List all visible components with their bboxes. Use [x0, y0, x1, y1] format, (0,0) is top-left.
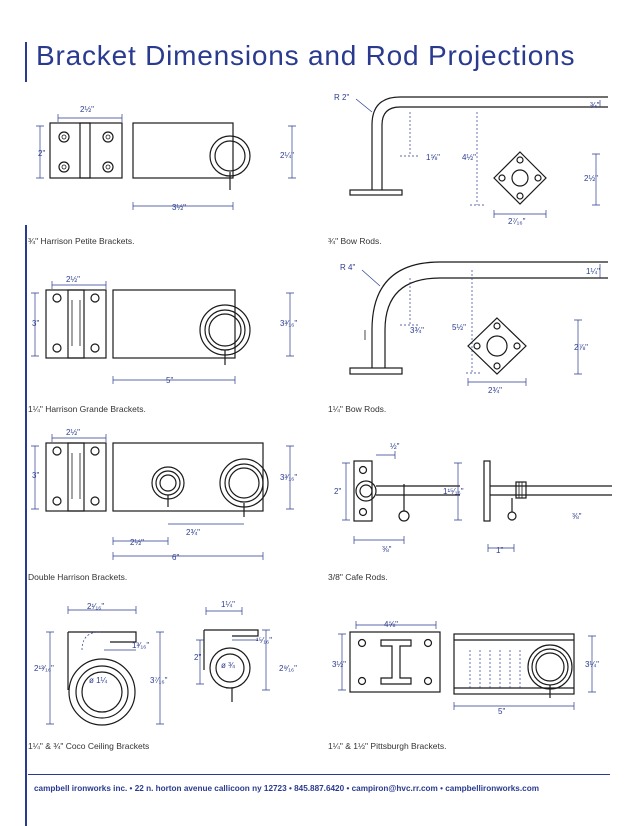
dim-petite-height: 2¼": [280, 151, 294, 160]
footer-contact: campbell ironworks inc. • 22 n. horton a…: [34, 784, 539, 793]
caption-grande-brackets: 1¼" Harrison Grande Brackets.: [28, 404, 146, 414]
dim-cafe-bottom: ⅜": [382, 545, 392, 554]
dim-double-bottom: 6": [172, 553, 179, 562]
margin-rule: [25, 225, 27, 826]
grande-bracket-drawing: [31, 281, 294, 384]
dim-grande-top: 2½": [66, 275, 80, 284]
dim-grande-height: 3³⁄₁₆": [280, 319, 297, 328]
dim-bow34-b: 4½": [462, 153, 476, 162]
dim-cafe-rod: ⅜": [572, 512, 582, 521]
dim-bow34-plate-w: 2⁷⁄₁₆": [508, 217, 526, 226]
dim-bow114-plate-w: 2¾": [488, 386, 502, 395]
double-bracket-drawing: [31, 434, 294, 560]
bow-rod-114-drawing: [349, 261, 608, 386]
pittsburgh-bracket-drawing: [338, 621, 596, 710]
coco-bracket-drawing: [46, 606, 270, 726]
dim-bow34-rod: ¾": [590, 101, 600, 110]
petite-bracket-drawing: [36, 114, 296, 210]
dim-bow114-b: 5½": [452, 323, 466, 332]
caption-petite-brackets: ¾" Harrison Petite Brackets.: [28, 236, 135, 246]
dim-bow114-plate-h: 2⅞": [574, 343, 588, 352]
page-title: Bracket Dimensions and Rod Projections: [36, 40, 576, 71]
dim-coco-b-inner: ¹⁵⁄₁₆": [256, 636, 272, 645]
dim-coco-b-dia: ø ¾: [221, 661, 235, 670]
dim-double-small: 2½": [130, 538, 144, 547]
caption-bow-rods-34: ¾" Bow Rods.: [328, 236, 382, 246]
dim-coco-b-top: 1¼": [221, 600, 235, 609]
dim-pitt-left: 3½": [332, 660, 346, 669]
dim-bow34-a: 1⅝": [426, 153, 440, 162]
dim-cafe-proj: 1": [496, 546, 503, 555]
dim-cafe-left: 2": [334, 487, 341, 496]
dim-pitt-top: 4⅝": [384, 620, 398, 629]
dim-coco-a-top: 2¹⁄₁₆": [87, 602, 104, 611]
dim-petite-top: 2½": [80, 105, 94, 114]
caption-cafe-rods: 3/8" Cafe Rods.: [328, 572, 388, 582]
dim-coco-a-right: 3⁷⁄₁₆": [150, 676, 168, 685]
dim-double-left: 3": [32, 471, 39, 480]
dim-pitt-height: 3¼": [585, 660, 599, 669]
dim-petite-left: 2": [38, 149, 45, 158]
petite-arm: [132, 122, 234, 179]
caption-bow-rods-114: 1¼" Bow Rods.: [328, 404, 387, 414]
caption-coco-brackets: 1¼" & ¾" Coco Ceiling Brackets: [28, 741, 150, 751]
dim-double-height: 3³⁄₁₆": [280, 473, 297, 482]
dim-coco-a-inner: 1³⁄₁₆": [132, 641, 149, 650]
dim-bow114-rod: 1¼": [586, 267, 600, 276]
dim-coco-a-left: 2¹³⁄₁₆": [34, 664, 54, 673]
dim-double-mid: 2¾": [186, 528, 200, 537]
dim-pitt-bottom: 5": [498, 707, 505, 716]
caption-pittsburgh-brackets: 1¼" & 1½" Pittsburgh Brackets.: [328, 741, 447, 751]
dim-double-top: 2½": [66, 428, 80, 437]
caption-double-brackets: Double Harrison Brackets.: [28, 572, 128, 582]
petite-plate: [49, 122, 123, 179]
dim-grande-bottom: 5": [166, 376, 173, 385]
dim-grande-left: 3": [32, 319, 39, 328]
dim-bow34-radius: R 2": [334, 93, 349, 102]
dim-cafe-top: ½": [390, 442, 400, 451]
dim-bow114-a: 3¾": [410, 326, 424, 335]
dim-coco-b-right: 2⁹⁄₁₆": [279, 664, 297, 673]
margin-rule-top: [25, 42, 27, 82]
cafe-rod-drawing: [342, 451, 612, 552]
dim-coco-b-left: 2": [194, 653, 201, 662]
dim-bow34-plate-h: 2½": [584, 174, 598, 183]
dim-coco-a-dia: ø 1¼: [89, 676, 108, 685]
dim-cafe-mid: 1¹⁵⁄₁₆": [443, 487, 464, 496]
dim-bow114-radius: R 4": [340, 263, 355, 272]
footer-divider: [28, 774, 610, 775]
dim-petite-bottom: 3½": [172, 203, 186, 212]
bow-rod-34-drawing: [349, 96, 608, 218]
